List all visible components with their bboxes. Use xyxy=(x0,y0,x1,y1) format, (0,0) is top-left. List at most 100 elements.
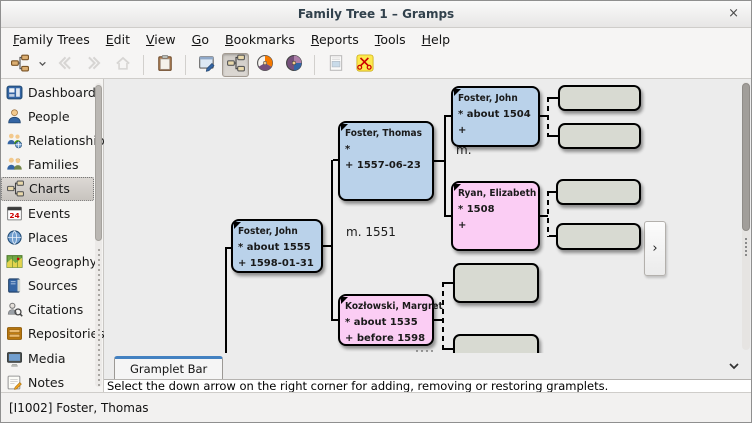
connector-line xyxy=(444,348,453,350)
connector-line-dotted xyxy=(416,350,436,352)
sidebar-item-label: Places xyxy=(28,229,68,245)
document-icon xyxy=(327,54,345,75)
person-name: Foster, John xyxy=(458,93,518,104)
chevron-down-icon xyxy=(36,57,49,73)
sidebar-item-places[interactable]: Places xyxy=(1,225,103,249)
sidebar-item-relationships[interactable]: Relationships xyxy=(1,128,111,152)
menu-go[interactable]: Go xyxy=(191,32,209,47)
person-death: + 1557-06-23 xyxy=(345,160,421,171)
scissors-button[interactable] xyxy=(351,53,378,77)
pedigree-view-icon xyxy=(226,54,245,75)
statusbar: [I1002] Foster, Thomas xyxy=(1,392,751,422)
home-icon xyxy=(114,54,132,75)
dashboard-icon xyxy=(6,84,23,101)
person-death: + xyxy=(458,220,467,231)
people-icon xyxy=(6,108,23,125)
person-box-foster-john[interactable]: Foster, John* about 1504+ xyxy=(451,86,540,147)
charts-icon xyxy=(7,180,24,197)
sidebar-item-repositories[interactable]: Repositories xyxy=(1,322,105,346)
person-box-koz-owski-margret[interactable]: Kozłowski, Margret* about 1535+ before 1… xyxy=(338,294,443,346)
titlebar[interactable]: Family Tree 1 – Gramps × xyxy=(1,1,751,28)
connector-line xyxy=(225,247,231,249)
sidebar-item-families[interactable]: Families xyxy=(1,153,103,177)
toolbar-separator xyxy=(143,54,144,75)
sidebar-item-label: Geography xyxy=(28,253,98,269)
sidebar-item-label: Events xyxy=(28,205,71,221)
sidebar-item-label: Notes xyxy=(28,374,65,390)
person-box-ryan-elizabeth[interactable]: Ryan, Elizabeth * 1508 + xyxy=(451,181,540,251)
sidebar-scrollbar[interactable] xyxy=(95,83,102,389)
connector-line xyxy=(549,135,558,137)
family-tree-icon xyxy=(10,54,29,75)
gramplet-menu-button[interactable] xyxy=(726,358,742,374)
chevron-down-icon xyxy=(729,363,739,370)
chart-scrollbar-thumb[interactable] xyxy=(742,83,750,231)
repositories-icon xyxy=(6,325,23,342)
person-name: Foster, Thomas xyxy=(345,128,422,139)
person-box-foster-thomas[interactable]: Foster, Thomas*+ 1557-06-23 xyxy=(338,121,434,201)
sidebar-item-label: Dashboard xyxy=(28,84,96,100)
empty-person-box[interactable] xyxy=(556,179,641,205)
clipboard-button[interactable] xyxy=(151,53,178,77)
forward-icon xyxy=(85,54,103,75)
person-name: Ryan, Elizabeth xyxy=(458,188,537,199)
chart-scrollbar-grip xyxy=(745,238,747,256)
marriage-label: m. xyxy=(456,143,472,157)
family-trees-dropdown[interactable] xyxy=(35,53,49,77)
menu-view[interactable]: View xyxy=(145,32,176,47)
connector-line xyxy=(549,235,556,237)
menu-family-trees[interactable]: Family Trees xyxy=(13,32,90,47)
sidebar-scrollbar-thumb[interactable] xyxy=(95,85,102,241)
gramplet-help-message: Select the down arrow on the right corne… xyxy=(104,379,751,394)
sources-icon xyxy=(6,277,23,294)
fan-chart-button[interactable] xyxy=(251,53,278,77)
descendant-fan-button[interactable] xyxy=(280,53,307,77)
menu-edit[interactable]: Edit xyxy=(105,32,130,47)
person-birth: * 1508 xyxy=(458,204,495,215)
toolbar-separator xyxy=(185,54,186,75)
connector-line-dashed xyxy=(547,97,549,137)
sidebar-item-label: Sources xyxy=(28,278,78,294)
document-button xyxy=(322,53,349,77)
menu-help[interactable]: Help xyxy=(421,32,451,47)
connector-line xyxy=(446,115,451,117)
family-trees-button[interactable] xyxy=(6,53,33,77)
sidebar-item-dashboard[interactable]: Dashboard xyxy=(1,80,103,104)
fan-chart-icon xyxy=(256,54,274,75)
sidebar-item-notes[interactable]: Notes xyxy=(1,370,103,394)
pedigree-view-button[interactable] xyxy=(222,52,249,77)
empty-person-box[interactable] xyxy=(558,123,641,149)
pedigree-canvas[interactable]: › Foster, John* about 1555+ 1598-01-31 Fo… xyxy=(104,79,751,353)
svg-text:24: 24 xyxy=(9,210,19,219)
empty-person-box[interactable] xyxy=(453,263,539,303)
menu-tools[interactable]: Tools xyxy=(374,32,406,47)
sidebar-item-citations[interactable]: Citations xyxy=(1,298,103,322)
media-icon xyxy=(6,350,23,367)
events-icon: 24 xyxy=(6,205,23,222)
chart-scrollbar[interactable] xyxy=(742,82,750,350)
connector-line xyxy=(323,245,333,247)
sidebar-item-media[interactable]: Media xyxy=(1,346,103,370)
places-icon xyxy=(6,229,23,246)
configure-view-button[interactable] xyxy=(193,53,220,77)
sidebar-item-sources[interactable]: Sources xyxy=(1,274,103,298)
empty-person-box[interactable] xyxy=(556,223,641,250)
tab-gramplet-bar[interactable]: Gramplet Bar xyxy=(114,356,224,379)
empty-person-box[interactable] xyxy=(453,334,539,353)
connector-line xyxy=(333,159,338,161)
sidebar-item-events[interactable]: 24 Events xyxy=(1,201,103,225)
empty-person-box[interactable] xyxy=(558,85,641,111)
close-icon[interactable]: × xyxy=(728,6,739,21)
sidebar-item-geography[interactable]: Geography xyxy=(1,249,103,273)
menu-reports[interactable]: Reports xyxy=(310,32,359,47)
expand-right-button[interactable]: › xyxy=(644,221,666,276)
menu-bookmarks[interactable]: Bookmarks xyxy=(225,32,295,47)
menubar: Family Trees Edit View Go Bookmarks Reports To… xyxy=(1,28,751,51)
sidebar-item-people[interactable]: People xyxy=(1,104,103,128)
connector-line xyxy=(444,282,453,284)
person-box-foster-john[interactable]: Foster, John* about 1555+ 1598-01-31 xyxy=(231,219,323,273)
sidebar-item-charts[interactable]: Charts xyxy=(1,176,94,201)
